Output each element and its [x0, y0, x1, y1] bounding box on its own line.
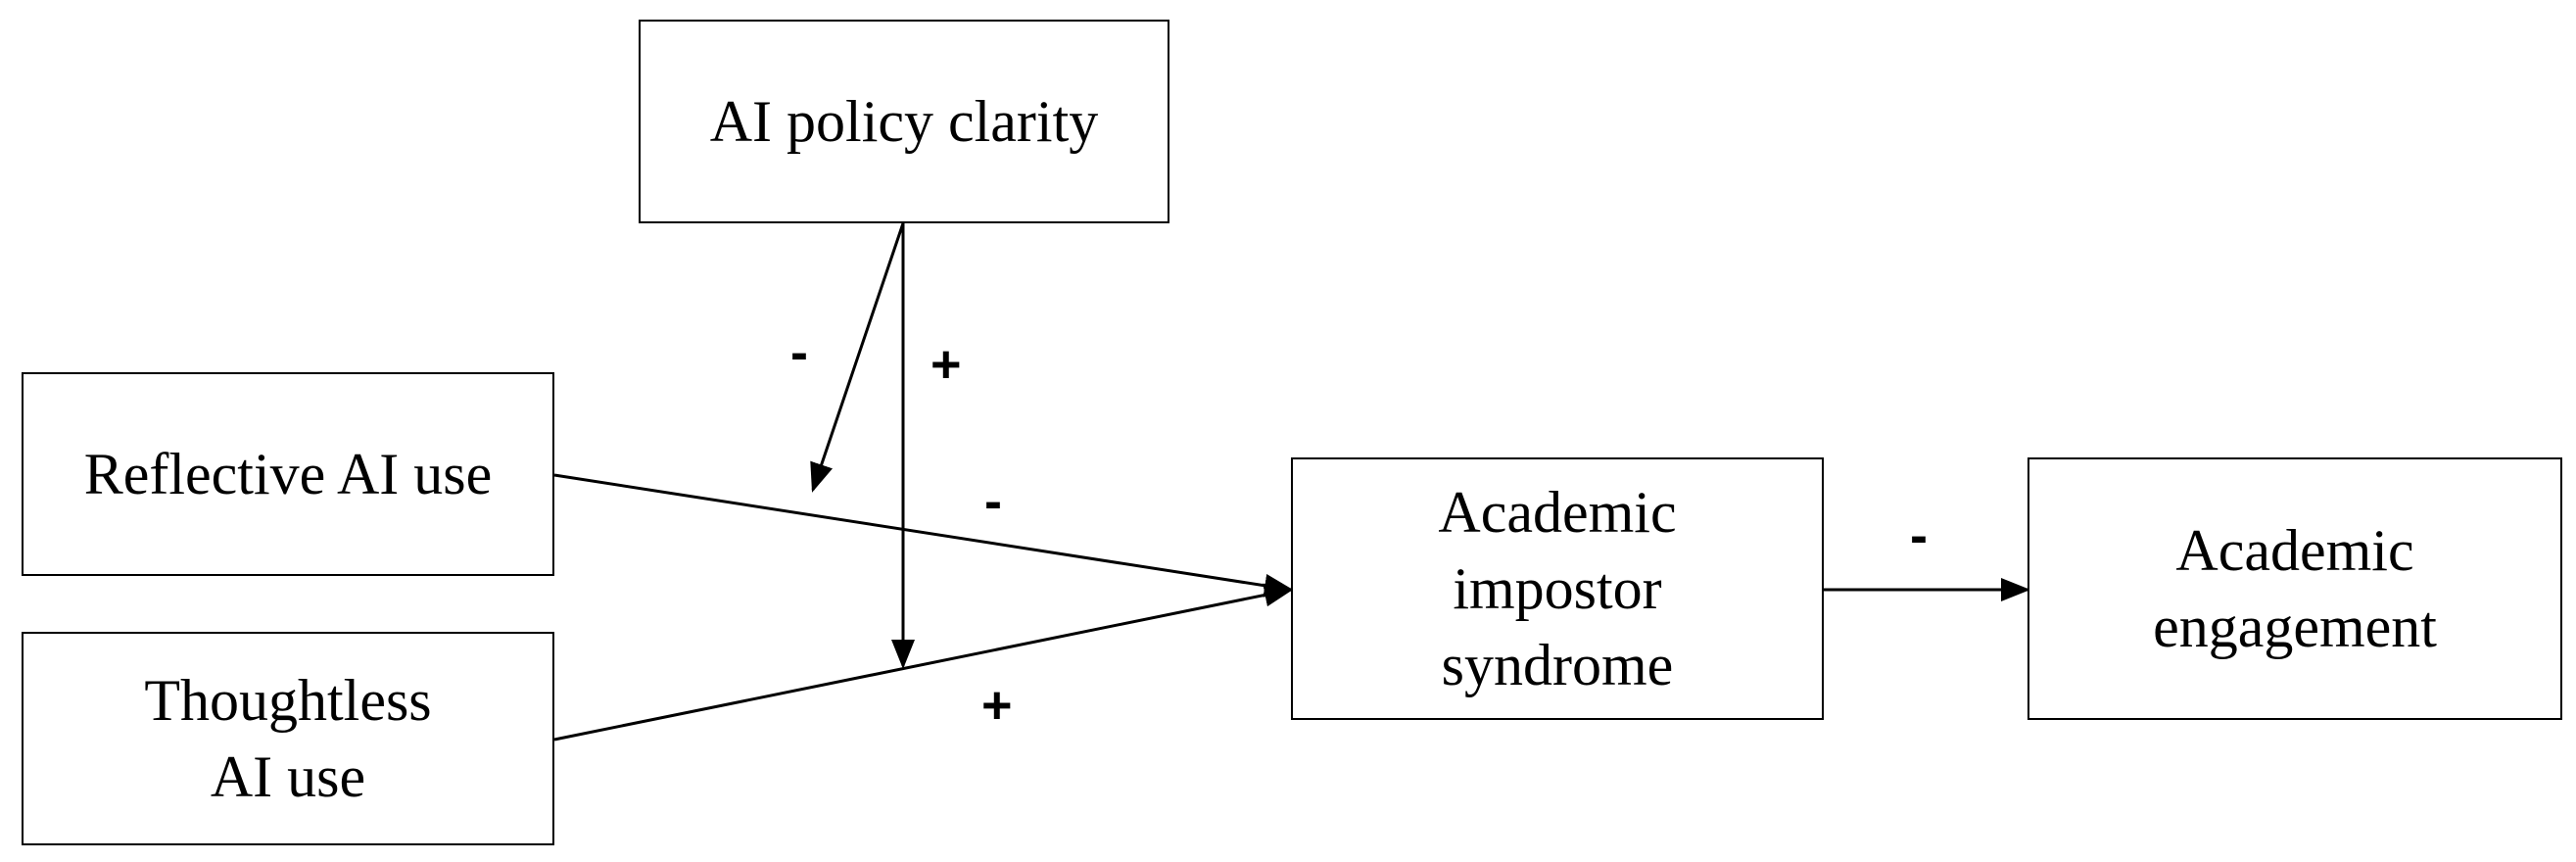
- node-ai-policy-clarity: AI policy clarity: [639, 20, 1169, 223]
- node-academic-engagement: Academic engagement: [2027, 457, 2562, 720]
- node-academic-engagement-line2: engagement: [2153, 595, 2437, 659]
- sign-policy-to-reflective: -: [790, 323, 808, 382]
- arrow-thoughtless-to-impostor: [553, 583, 1294, 742]
- node-reflective-ai-use: Reflective AI use: [22, 372, 554, 576]
- arrow-policy-to-reflective-path: [810, 222, 905, 493]
- node-ai-policy-clarity-label: AI policy clarity: [709, 89, 1099, 154]
- node-reflective-ai-use-label: Reflective AI use: [83, 442, 493, 506]
- node-academic-impostor-syndrome: Academic impostor syndrome: [1291, 457, 1824, 720]
- node-thoughtless-ai-use-line1: Thoughtless: [144, 668, 432, 733]
- node-thoughtless-ai-use-line2: AI use: [210, 744, 366, 809]
- node-academic-impostor-syndrome-line1: Academic: [1438, 480, 1677, 545]
- sign-impostor-to-engagement: -: [1910, 506, 1928, 565]
- node-academic-impostor-syndrome-line3: syndrome: [1441, 633, 1674, 697]
- node-thoughtless-ai-use: Thoughtless AI use: [22, 632, 554, 845]
- sign-thoughtless-to-impostor: +: [981, 676, 1013, 735]
- node-academic-impostor-syndrome-line2: impostor: [1453, 556, 1662, 621]
- arrow-reflective-to-impostor: [553, 473, 1294, 598]
- sign-policy-to-thoughtless: +: [930, 335, 962, 394]
- node-academic-engagement-line1: Academic: [2175, 518, 2414, 583]
- sign-reflective-to-impostor: -: [984, 472, 1002, 531]
